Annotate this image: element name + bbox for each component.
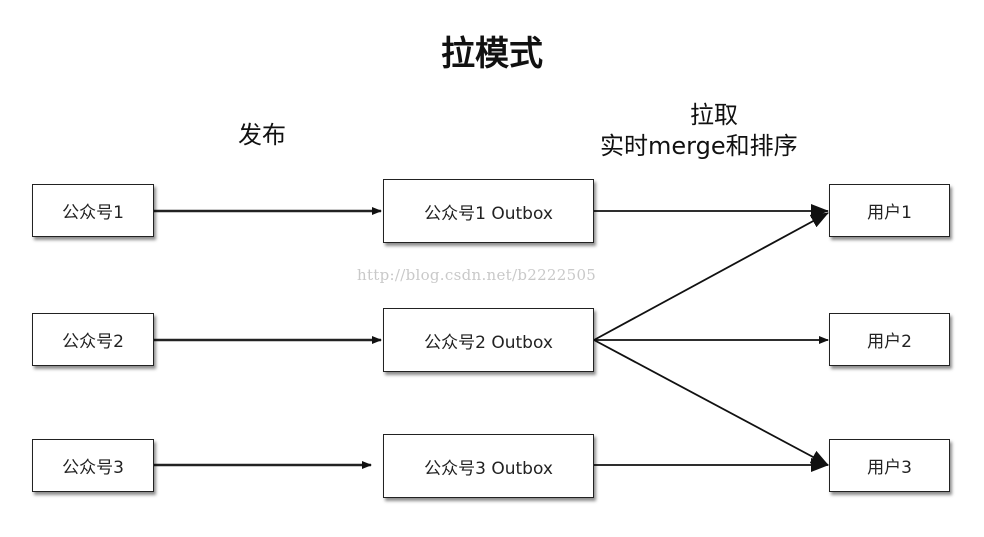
publish-label: 发布 <box>238 121 286 149</box>
outbox-box-2: 公众号2 Outbox <box>383 308 594 372</box>
arrow-outbox2-user3 <box>593 339 829 466</box>
publisher-box-1: 公众号1 <box>32 184 154 237</box>
user-box-2: 用户2 <box>829 313 950 366</box>
pull-label-line1: 拉取 <box>690 101 738 129</box>
outbox-box-1: 公众号1 Outbox <box>383 179 594 243</box>
publisher-box-2: 公众号2 <box>32 313 154 366</box>
outbox-box-3: 公众号3 Outbox <box>383 434 594 498</box>
arrow-outbox2-user1 <box>593 212 829 341</box>
watermark-url: http://blog.csdn.net/b2222505 <box>357 266 597 284</box>
user-box-1: 用户1 <box>829 184 950 237</box>
publisher-box-3: 公众号3 <box>32 439 154 492</box>
user-box-3: 用户3 <box>829 439 950 492</box>
pull-label-line2: 实时merge和排序 <box>600 132 798 160</box>
diagram-title: 拉模式 <box>441 34 543 74</box>
